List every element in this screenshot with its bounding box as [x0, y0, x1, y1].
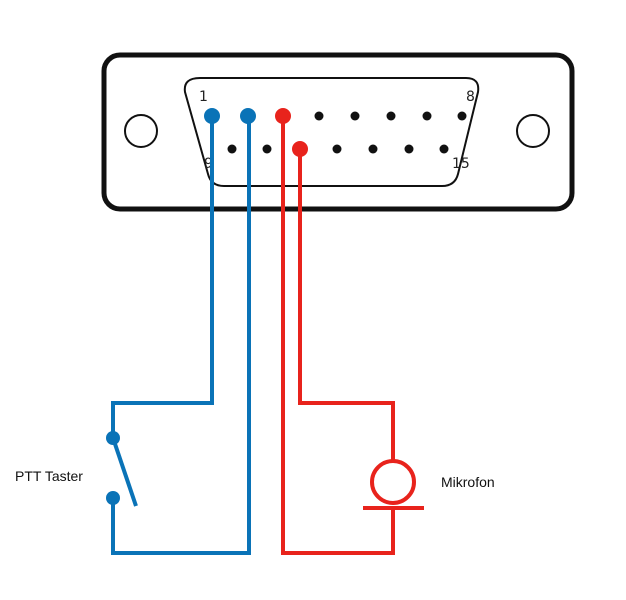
pin-label-9: 9 [204, 156, 213, 172]
ptt-switch-lever [111, 437, 138, 507]
mounting-hole-right [516, 114, 550, 148]
pin-label-15: 15 [452, 156, 470, 172]
pin-label-8: 8 [466, 89, 475, 105]
pin-4 [314, 111, 324, 121]
pin-label-1: 1 [199, 89, 208, 105]
ptt-wire-pin2 [111, 116, 251, 555]
pin-7 [422, 111, 432, 121]
ptt-switch-contact-bottom [106, 491, 120, 505]
pin-13 [368, 144, 378, 154]
connector-face [183, 77, 480, 187]
mounting-hole-left [124, 114, 158, 148]
pin-9 [227, 144, 237, 154]
ptt-wire-pin1 [111, 116, 214, 438]
ptt-switch-contact-top [106, 431, 120, 445]
mic-wire-pin11 [298, 149, 395, 461]
connector-pins [204, 108, 467, 157]
ptt-switch-label: PTT Taster [15, 468, 83, 484]
pin-8 [457, 111, 467, 121]
pin-15 [439, 144, 449, 154]
pin-12 [332, 144, 342, 154]
connector-shell [101, 52, 575, 212]
microphone-icon [370, 459, 416, 505]
mic-wire-pin3 [281, 116, 395, 555]
pin-10 [262, 144, 272, 154]
mic-circuit [281, 116, 424, 555]
pin-6 [386, 111, 396, 121]
pin-5 [350, 111, 360, 121]
pin-14 [404, 144, 414, 154]
microphone-label: Mikrofon [441, 474, 495, 490]
ptt-circuit [111, 116, 251, 555]
